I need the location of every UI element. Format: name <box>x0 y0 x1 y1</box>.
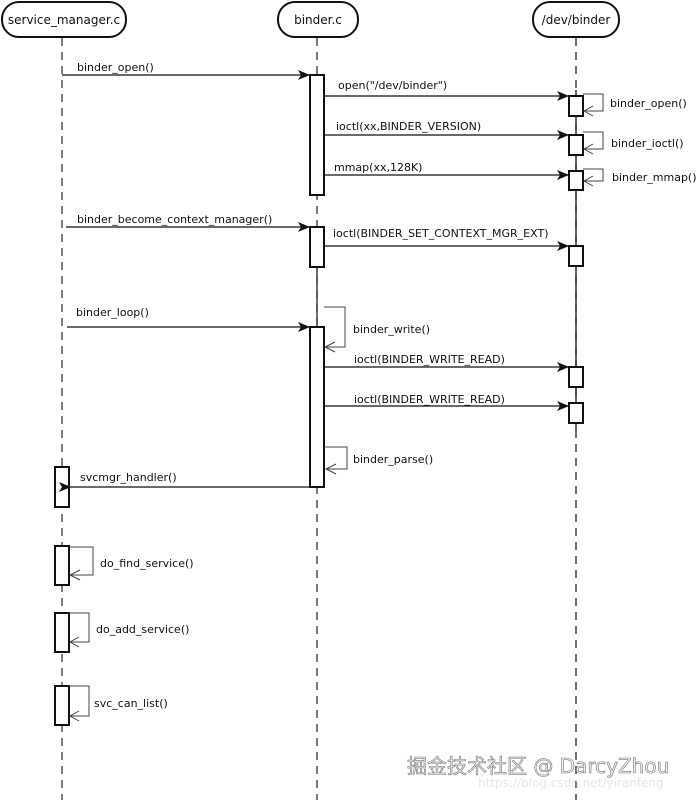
self-message-binder-write: binder_write() <box>323 306 430 353</box>
message-binder-loop: binder_loop() <box>67 306 310 332</box>
self-message-svc-can-list: svc_can_list() <box>68 685 168 722</box>
watermark: 掘金技术社区 @ DarcyZhou <box>407 754 669 778</box>
participant-label: binder.c <box>294 13 342 27</box>
activation-service-manager <box>54 612 70 653</box>
message-label: binder_mmap() <box>612 171 697 184</box>
self-message-binder-parse: binder_parse() <box>324 446 433 475</box>
message-label: ioctl(BINDER_SET_CONTEXT_MGR_EXT) <box>333 227 549 240</box>
message-label: svcmgr_handler() <box>80 471 177 484</box>
message-label: ioctl(xx,BINDER_VERSION) <box>336 120 481 133</box>
activation-binder-c <box>309 226 325 268</box>
message-label: binder_become_context_manager() <box>77 213 272 226</box>
message-open-dev-binder: open("/dev/binder") <box>324 79 569 101</box>
message-label: ioctl(BINDER_WRITE_READ) <box>354 393 505 406</box>
self-message-binder-mmap: binder_mmap() <box>582 168 697 187</box>
message-mmap: mmap(xx,128K) <box>324 161 569 180</box>
self-message-do-find-service: do_find_service() <box>68 546 194 581</box>
activation-dev-binder <box>568 170 584 191</box>
participant-dev-binder: /dev/binder <box>532 1 620 38</box>
message-ioctl-write-read: ioctl(BINDER_WRITE_READ) <box>324 393 569 411</box>
message-label: svc_can_list() <box>94 697 168 710</box>
activation-binder-c <box>309 74 325 196</box>
participant-binder-c: binder.c <box>277 1 359 38</box>
message-label: binder_loop() <box>76 306 149 319</box>
activation-dev-binder <box>568 245 584 267</box>
activation-service-manager <box>54 545 70 586</box>
message-binder-open: binder_open() <box>62 61 310 80</box>
message-label: open("/dev/binder") <box>338 79 447 92</box>
message-svcmgr-handler: svcmgr_handler() <box>59 471 310 492</box>
message-label: binder_open() <box>610 97 687 110</box>
activation-service-manager <box>54 466 70 508</box>
watermark-url: https://blog.csdn.net/yiranfeng <box>478 776 664 790</box>
activation-dev-binder <box>568 402 584 424</box>
activation-dev-binder <box>568 134 584 156</box>
activation-binder-c <box>309 326 325 488</box>
message-ioctl-set-context-mgr: ioctl(BINDER_SET_CONTEXT_MGR_EXT) <box>324 227 569 251</box>
self-message-binder-ioctl: binder_ioctl() <box>582 131 684 155</box>
self-message-binder-open: binder_open() <box>582 93 687 117</box>
message-label: binder_ioctl() <box>611 137 684 150</box>
activation-dev-binder <box>568 95 584 117</box>
message-label: binder_open() <box>77 61 154 74</box>
self-message-do-add-service: do_add_service() <box>68 612 189 648</box>
message-label: do_add_service() <box>96 623 189 636</box>
activation-service-manager <box>54 685 70 726</box>
message-become-context-manager: binder_become_context_manager() <box>66 213 310 232</box>
participant-label: service_manager.c <box>8 13 120 27</box>
message-ioctl-version: ioctl(xx,BINDER_VERSION) <box>324 120 569 140</box>
message-ioctl-write-read: ioctl(BINDER_WRITE_READ) <box>324 353 569 372</box>
participant-label: /dev/binder <box>542 13 611 27</box>
message-label: mmap(xx,128K) <box>334 161 422 174</box>
message-label: binder_write() <box>353 323 430 336</box>
message-label: do_find_service() <box>100 557 194 570</box>
participant-service-manager: service_manager.c <box>1 1 127 38</box>
message-label: binder_parse() <box>353 453 433 466</box>
activation-dev-binder <box>568 366 584 388</box>
message-label: ioctl(BINDER_WRITE_READ) <box>354 353 505 366</box>
